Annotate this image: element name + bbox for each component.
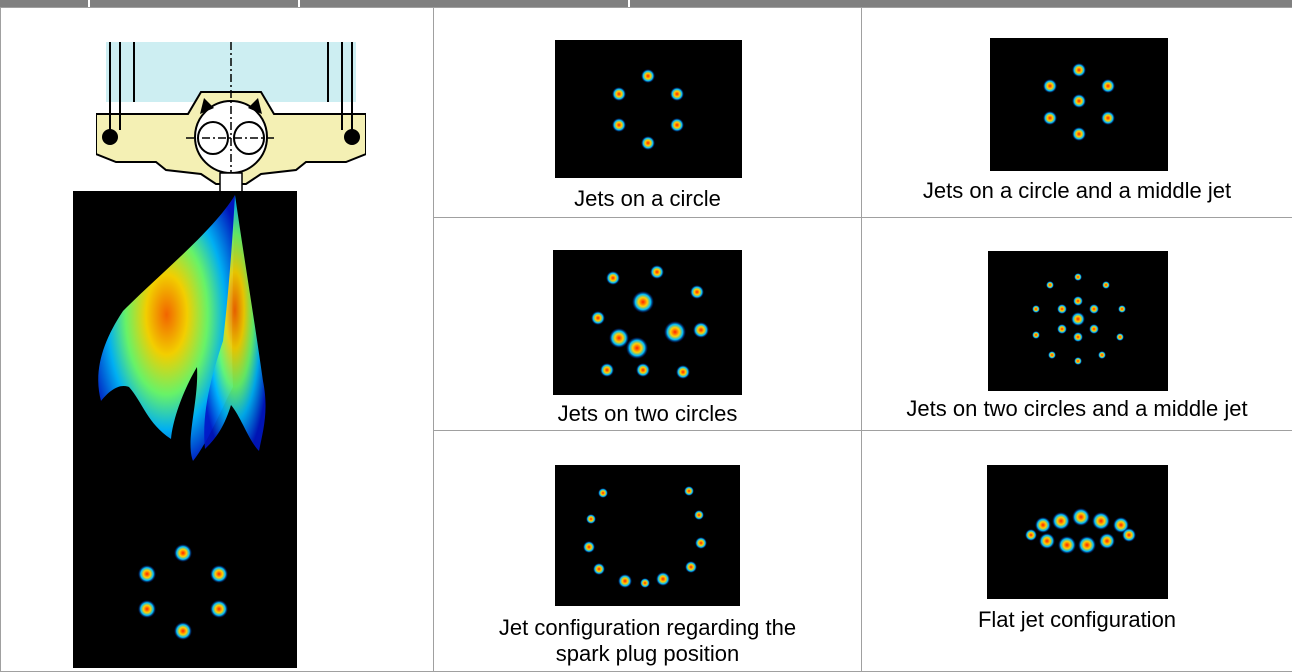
- caption-jets-on-two-circles-and-middle: Jets on two circles and a middle jet: [862, 396, 1292, 422]
- caption-flat-jet-configuration: Flat jet configuration: [862, 607, 1292, 633]
- jets-on-two-circles-and-middle-image: [988, 251, 1168, 391]
- bolt: [344, 129, 360, 145]
- jets-on-circle-image: [555, 40, 742, 178]
- config-cell-jets-on-circle: Jets on a circle: [434, 8, 862, 218]
- injector-cross-section-diagram: [96, 42, 366, 192]
- caption-spark-plug-line-2: spark plug position: [434, 641, 861, 667]
- header-divider: [88, 0, 90, 7]
- bolt: [102, 129, 118, 145]
- config-cell-two-circles: Jets on two circles: [434, 218, 862, 431]
- jets-on-circle-and-middle-image: [990, 38, 1168, 171]
- config-cell-flat-jet: Flat jet configuration: [862, 431, 1292, 672]
- config-cell-two-circles-middle: Jets on two circles and a middle jet: [862, 218, 1292, 431]
- config-cell-circle-middle: Jets on a circle and a middle jet: [862, 8, 1292, 218]
- jet-configuration-table: Jets on a circle Jets on a circle and a …: [0, 7, 1292, 672]
- header-divider: [298, 0, 300, 7]
- jet-configuration-spark-plug-image: [555, 465, 740, 606]
- caption-jets-on-circle: Jets on a circle: [434, 186, 861, 212]
- caption-jets-on-two-circles: Jets on two circles: [434, 401, 861, 427]
- caption-jets-on-circle-and-middle: Jets on a circle and a middle jet: [862, 178, 1292, 204]
- caption-spark-plug-line-1: Jet configuration regarding the: [434, 615, 861, 641]
- config-cell-spark-plug: Jet configuration regarding the spark pl…: [434, 431, 862, 672]
- injector-overview-cell: [1, 8, 434, 672]
- spray-plume-image: [73, 191, 297, 668]
- header-divider: [628, 0, 630, 7]
- header-bar: [0, 0, 1292, 7]
- flat-jet-configuration-image: [987, 465, 1168, 599]
- nozzle-tip: [220, 173, 242, 192]
- jets-on-two-circles-image: [553, 250, 742, 395]
